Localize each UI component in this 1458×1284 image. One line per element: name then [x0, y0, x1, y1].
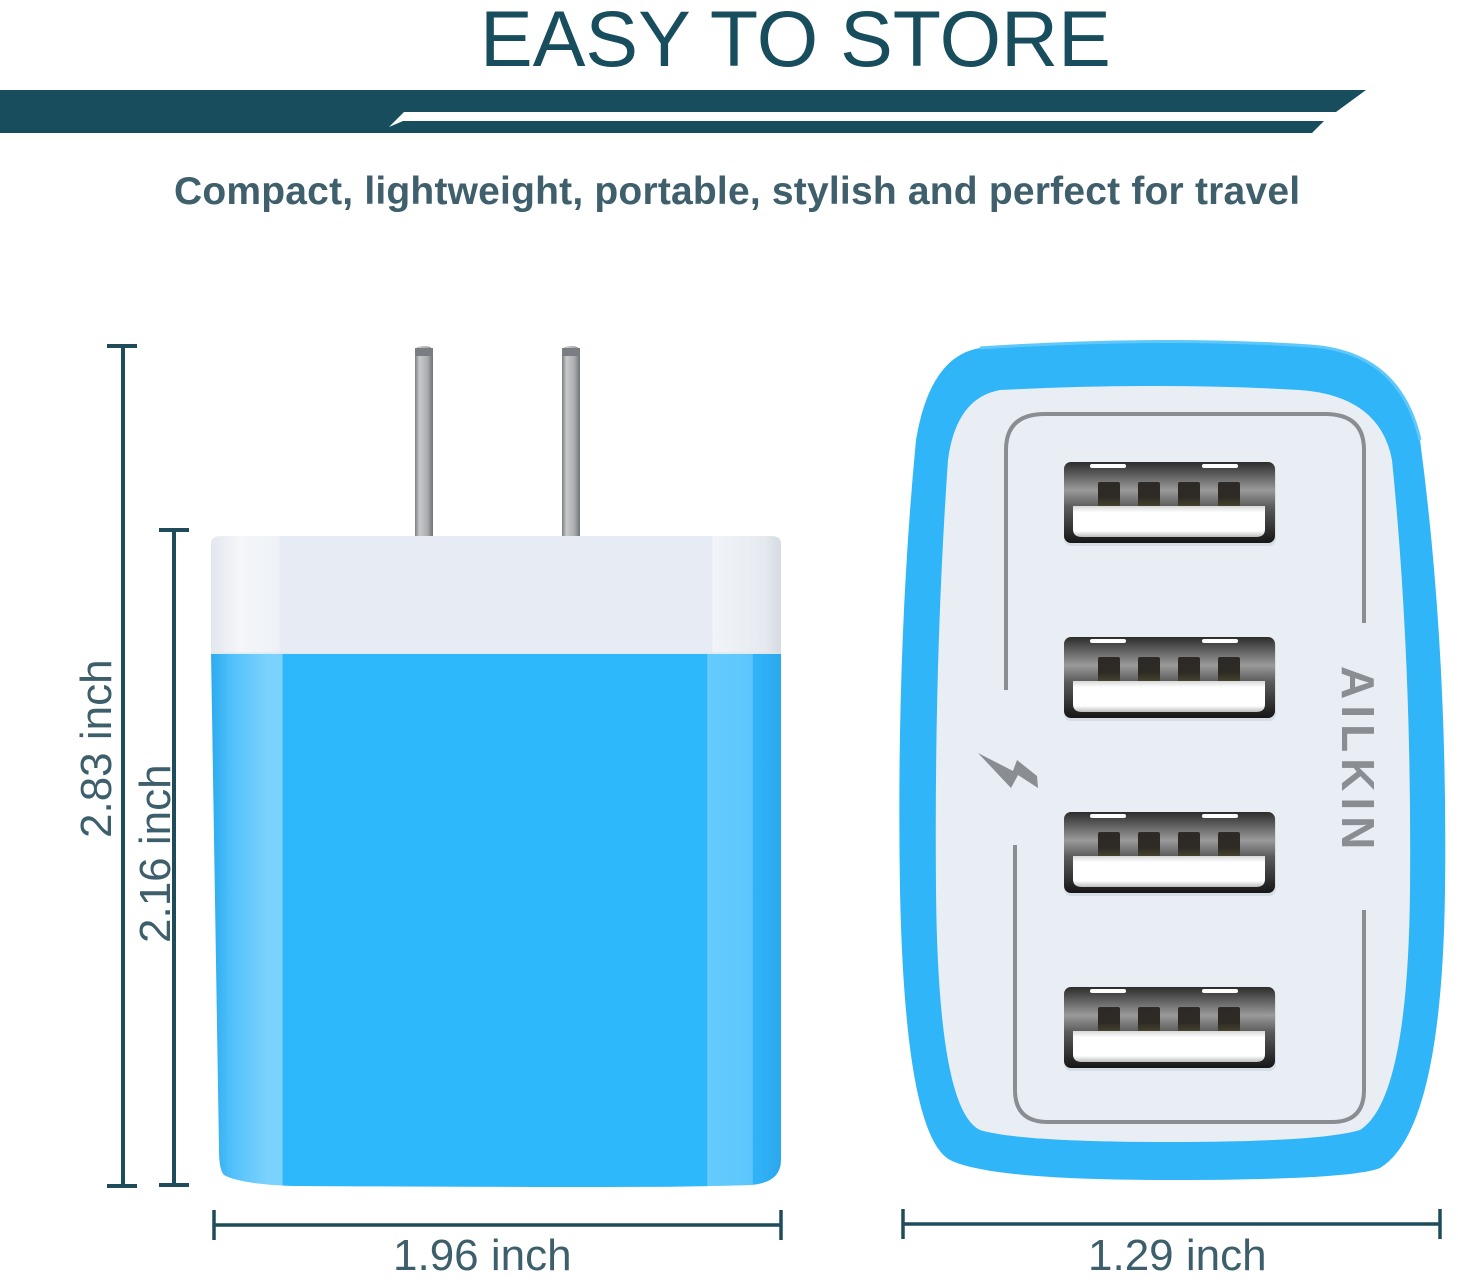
width-dimension-line	[212, 1210, 783, 1240]
page-title: EASY TO STORE	[0, 0, 1458, 80]
body-height-label: 2.16 inch	[131, 764, 180, 943]
lightning-bolt-icon	[978, 753, 1038, 788]
usb-port-2	[1064, 637, 1276, 721]
overall-height-label: 2.83 inch	[72, 659, 121, 838]
plug-prong-icon	[415, 346, 580, 536]
charger-front-view	[899, 339, 1446, 1180]
charger-side-view	[211, 346, 781, 1187]
height-dimension-lines	[107, 344, 189, 1188]
usb-port-4	[1064, 987, 1276, 1071]
depth-dimension-line	[901, 1209, 1442, 1239]
title-text: EASY TO STORE	[480, 0, 1111, 83]
width-label: 1.96 inch	[393, 1231, 572, 1280]
header-stripe-decoration	[0, 90, 1366, 133]
brand-logo: AILKIN	[1332, 666, 1384, 856]
usb-port-3	[1064, 812, 1276, 896]
subtitle: Compact, lightweight, portable, stylish …	[174, 170, 1301, 213]
depth-label: 1.29 inch	[1088, 1231, 1267, 1280]
usb-port-1	[1064, 462, 1276, 546]
